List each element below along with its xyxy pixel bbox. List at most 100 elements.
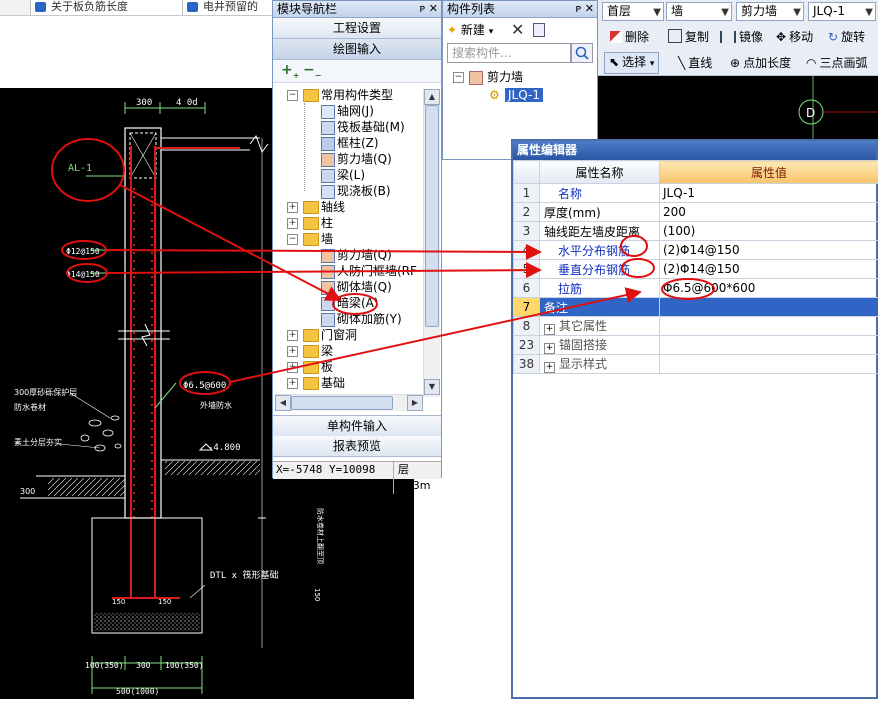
pin-close-icons[interactable]: ᴘ ✕ <box>576 1 594 17</box>
property-value-cell[interactable]: Φ6.5@600*600 <box>660 279 878 298</box>
property-value-cell[interactable] <box>660 298 878 317</box>
line-button[interactable]: ╲直线 <box>678 54 712 72</box>
collapse-icon[interactable]: − <box>453 72 464 83</box>
mirror-button[interactable]: 镜像 <box>720 28 763 46</box>
dim-40d-text: 4 0d <box>176 98 198 108</box>
scroll-thumb[interactable] <box>425 105 439 327</box>
expand-icon[interactable]: + <box>544 362 555 373</box>
new-component-button[interactable]: ✦ 新建 ▾ <box>447 21 493 39</box>
vertical-note: 防水卷材上翻至顶 <box>316 508 325 564</box>
tree-horizontal-scrollbar[interactable]: ◀ ▶ <box>275 394 423 411</box>
browser-tab[interactable]: 关于板负筋长度 <box>30 0 187 16</box>
expand-icon[interactable]: + <box>287 218 298 229</box>
property-name-cell: +显示样式 <box>540 355 660 374</box>
expand-icon[interactable]: + <box>544 343 555 354</box>
property-value-cell[interactable] <box>660 336 878 355</box>
move-button[interactable]: ✥移动 <box>776 28 813 46</box>
property-value-cell[interactable] <box>660 317 878 336</box>
status-bar: X=-5748 Y=10098 层高:3m <box>273 461 441 479</box>
floor-select-value: 首层 <box>607 4 631 18</box>
expand-icon[interactable]: + <box>287 202 298 213</box>
wall-icon <box>321 249 335 263</box>
select-button[interactable]: ⬉选择 ▾ <box>604 52 659 74</box>
tree-item-label: 轴线 <box>321 199 345 215</box>
property-value-cell[interactable]: JLQ-1 <box>660 184 878 203</box>
scroll-down-icon[interactable]: ▼ <box>424 379 440 395</box>
collapse-icon[interactable]: − <box>287 234 298 245</box>
component-list-panel: 构件列表 ᴘ ✕ ✦ 新建 ▾ ✕ 搜索构件... − 剪力墙 ⚙ JLQ-1 <box>442 0 598 160</box>
expand-all-icon[interactable]: ++ <box>281 62 299 80</box>
property-name-cell: 名称 <box>540 184 660 203</box>
scroll-thumb[interactable] <box>291 396 393 410</box>
property-value-cell[interactable]: (2)Φ14@150 <box>660 260 878 279</box>
expand-icon[interactable]: + <box>544 324 555 335</box>
property-value-cell[interactable]: (2)Φ14@150 <box>660 241 878 260</box>
collapse-icon[interactable]: − <box>287 90 298 101</box>
project-settings-button[interactable]: 工程设置 <box>273 18 441 39</box>
page-icon <box>35 2 46 12</box>
property-row[interactable]: 8+其它属性 <box>514 317 878 336</box>
category-select-value: 墙 <box>671 4 683 18</box>
tree-vertical-scrollbar[interactable]: ▲ ▼ <box>423 89 440 397</box>
type-select[interactable]: 剪力墙▼ <box>736 2 804 21</box>
dim-bottom-4: 500(1000) <box>116 687 159 696</box>
component-search-input[interactable]: 搜索构件... <box>447 43 571 63</box>
property-row[interactable]: 38+显示样式 <box>514 355 878 374</box>
single-component-input-button[interactable]: 单构件输入 <box>273 415 441 437</box>
tree-item-label: 暗梁(A) <box>337 295 379 311</box>
floor-select[interactable]: 首层▼ <box>602 2 664 21</box>
drawing-input-button[interactable]: 绘图输入 <box>273 39 441 60</box>
tree-item-label: 梁(L) <box>337 167 365 183</box>
property-value-cell[interactable]: (100) <box>660 222 878 241</box>
property-name: 备注 <box>544 301 568 315</box>
copy-icon[interactable] <box>533 23 545 37</box>
category-select[interactable]: 墙▼ <box>666 2 732 21</box>
property-name-cell: +锚固搭接 <box>540 336 660 355</box>
pin-close-icons[interactable]: ᴘ ✕ <box>420 1 438 17</box>
delete-x-icon[interactable]: ✕ <box>511 20 524 39</box>
header-num <box>514 161 540 184</box>
row-number: 38 <box>514 355 540 374</box>
status-floor-height: 层高:3m <box>393 462 441 494</box>
collapse-all-icon[interactable]: −− <box>303 62 321 80</box>
expand-icon[interactable]: + <box>287 362 298 373</box>
browser-tab[interactable]: 电井预留的 <box>182 0 272 16</box>
rotate-button[interactable]: ↻旋转 <box>828 28 865 46</box>
arc-icon: ◠ <box>806 56 816 70</box>
property-value-cell[interactable] <box>660 355 878 374</box>
search-button[interactable] <box>571 43 593 63</box>
scroll-up-icon[interactable]: ▲ <box>424 89 440 105</box>
tie-label-text: Φ6.5@600 <box>183 381 226 391</box>
arc-button[interactable]: ◠三点画弧 <box>806 54 868 72</box>
note-backfill: 素土分层夯实 <box>14 437 62 447</box>
property-value-cell[interactable]: 200 <box>660 203 878 222</box>
component-list-title: 构件列表 <box>447 2 495 16</box>
expand-icon[interactable]: + <box>287 330 298 341</box>
tree-item-label: 基础 <box>321 375 345 391</box>
property-name: 名称 <box>558 187 582 201</box>
expand-icon[interactable]: + <box>287 378 298 389</box>
status-coordinates: X=-5748 Y=10098 <box>276 462 375 478</box>
property-name-cell: 垂直分布钢筋 <box>540 260 660 279</box>
report-preview-button[interactable]: 报表预览 <box>273 436 441 457</box>
axis-label-d: D <box>806 106 815 120</box>
scroll-left-icon[interactable]: ◀ <box>275 395 291 411</box>
component-select[interactable]: JLQ-1▼ <box>808 2 876 21</box>
delete-button[interactable]: 删除 <box>610 28 649 46</box>
main-drawing-canvas[interactable]: D <box>598 76 878 139</box>
point-length-button[interactable]: ⊕点加长度 <box>730 54 791 72</box>
expand-icon[interactable]: + <box>287 346 298 357</box>
folder-icon <box>303 377 319 390</box>
chevron-down-icon: ▼ <box>721 4 729 21</box>
copy-button[interactable]: 复制 <box>668 28 709 46</box>
row-number: 5 <box>514 260 540 279</box>
scroll-right-icon[interactable]: ▶ <box>407 395 423 411</box>
property-row[interactable]: 23+锚固搭接 <box>514 336 878 355</box>
